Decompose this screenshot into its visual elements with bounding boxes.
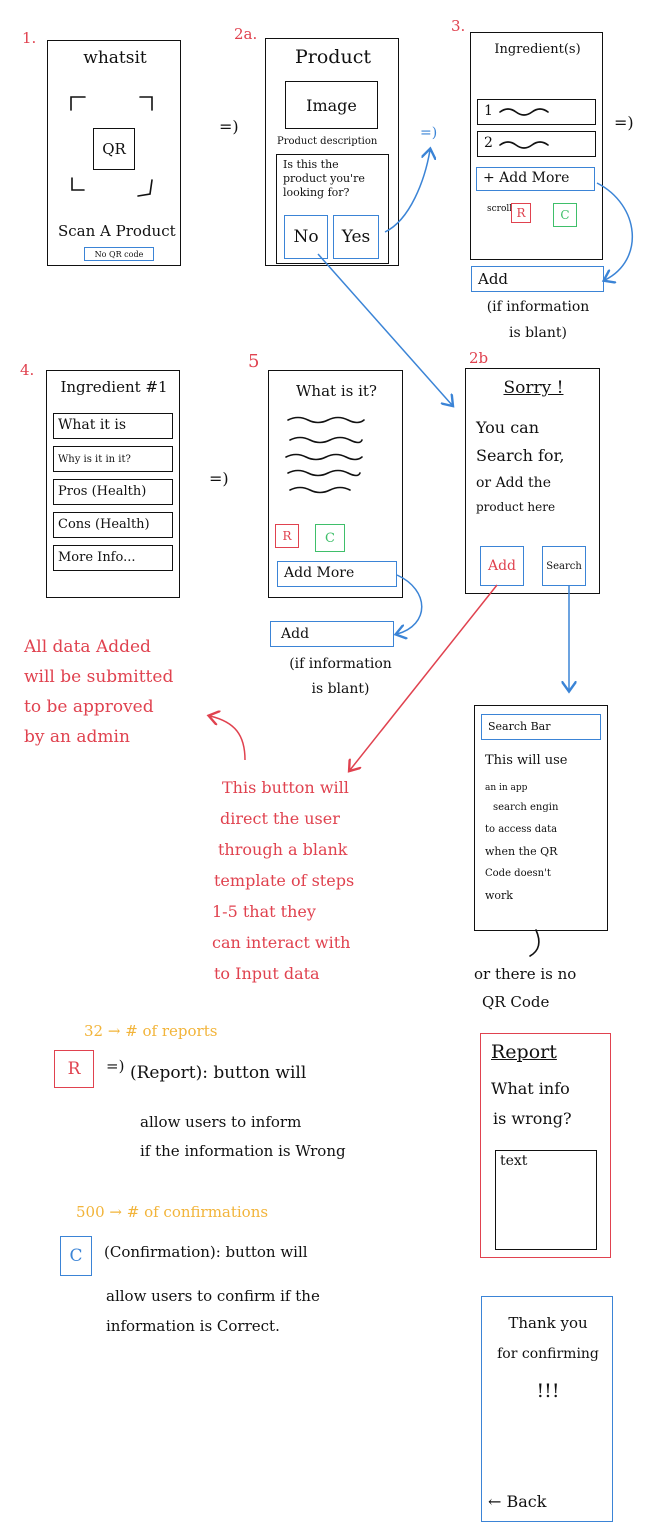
confirm-button[interactable]: C [315, 524, 345, 552]
confirm-button[interactable]: C [553, 203, 577, 227]
back-button[interactable]: ← Back [488, 1492, 547, 1511]
ingredient-info-item[interactable]: Why is it in it? [53, 446, 173, 472]
thanks-screen-frame: Thank you for confirming !!! ← Back [481, 1296, 613, 1522]
screen3-title: Ingredient(s) [494, 42, 581, 57]
search-footer-line: QR Code [482, 993, 550, 1011]
sorry-line: You can [476, 418, 539, 437]
search-screen-frame: Search Bar This will use an in app searc… [474, 705, 608, 931]
search-desc-line: when the QR [485, 845, 558, 858]
report-legend-line: allow users to inform [140, 1113, 302, 1131]
screen3-frame: Ingredient(s) 1 2 + Add More scroll R C [470, 32, 603, 260]
add-more-button[interactable]: Add More [277, 561, 397, 587]
ingredient-row[interactable]: 1 [477, 99, 596, 125]
product-description: Product description [277, 136, 378, 147]
confirm-legend-button: C [60, 1236, 92, 1276]
screen4-frame: Ingredient #1 What it is Why is it in it… [46, 370, 180, 598]
ingredient-info-item[interactable]: More Info... [53, 545, 173, 571]
flow-arrow-4: =) [209, 469, 229, 488]
screen5-frame: What is it? R C Add More [268, 370, 403, 598]
report-legend-button: R [54, 1050, 94, 1088]
sorry-line: or Add the [476, 475, 551, 491]
report-question-line: What info [491, 1079, 570, 1098]
add-button-note: This button will direct the user through… [212, 778, 355, 983]
report-title: Report [491, 1041, 557, 1063]
ingredient-row[interactable]: 2 [477, 131, 596, 157]
search-desc-line: This will use [485, 753, 568, 768]
search-desc-line: work [485, 889, 513, 902]
confirm-count-note: 500 → # of confirmations [76, 1203, 269, 1221]
no-button[interactable]: No [284, 215, 328, 259]
ingredient-info-item[interactable]: Cons (Health) [53, 512, 173, 538]
report-legend-line: if the information is Wrong [140, 1142, 346, 1160]
add-more-button[interactable]: + Add More [476, 167, 595, 191]
search-desc-line: Code doesn't [485, 868, 551, 879]
report-button[interactable]: R [511, 203, 531, 223]
screen5-add-button[interactable]: Add [270, 621, 394, 647]
product-question-box: Is this the product you're looking for? … [276, 154, 389, 264]
thanks-line: !!! [536, 1380, 560, 1402]
screen5-note-line: (if information [289, 656, 392, 672]
flow-arrow-3: =) [614, 113, 634, 132]
question-line: looking for? [283, 186, 350, 199]
flow-arrow-1: =) [219, 117, 239, 136]
product-image: Image [285, 81, 378, 129]
add-product-button[interactable]: Add [480, 546, 524, 586]
scan-product-text: Scan A Product [58, 222, 176, 240]
screen4-title: Ingredient #1 [60, 378, 168, 396]
screen1-frame: whatsit QR Scan A Product No QR code [47, 40, 181, 266]
report-legend-arrow: =) [106, 1057, 125, 1075]
confirm-legend-line: (Confirmation): button will [104, 1243, 308, 1261]
qr-code-icon[interactable]: QR [93, 128, 135, 170]
confirm-legend-line: allow users to confirm if the [106, 1287, 320, 1305]
report-legend-line: (Report): button will [130, 1063, 307, 1083]
search-footer-line: or there is no [474, 965, 577, 983]
screen2b-number: 2b [469, 349, 489, 367]
search-desc-line: to access data [485, 824, 558, 835]
ingredient-info-item[interactable]: What it is [53, 413, 173, 439]
sorry-line: Search for, [476, 446, 565, 465]
ingredient-info-item[interactable]: Pros (Health) [53, 479, 173, 505]
screen3-add-button[interactable]: Add [471, 266, 604, 292]
scroll-indicator[interactable]: scroll [487, 204, 513, 214]
search-bar-input[interactable]: Search Bar [481, 714, 601, 740]
screen5-title: What is it? [296, 382, 377, 400]
screen5-number: 5 [248, 351, 260, 372]
confirm-legend-line: information is Correct. [106, 1317, 280, 1335]
screen4-number: 4. [20, 361, 35, 379]
question-line: product you're [283, 172, 365, 185]
report-question-line: is wrong? [493, 1109, 572, 1128]
flow-arrow-2: =) [420, 125, 438, 141]
admin-approval-note: All data Added will be submitted to be a… [24, 637, 174, 747]
screen2a-title: Product [295, 46, 371, 68]
search-button[interactable]: Search [542, 546, 586, 586]
screen1-title: whatsit [83, 48, 147, 68]
sorry-line: product here [476, 500, 556, 514]
screen1-number: 1. [22, 29, 37, 47]
no-qr-code-button[interactable]: No QR code [84, 247, 154, 261]
screen2a-number: 2a. [234, 25, 258, 43]
report-text-field[interactable]: text [495, 1150, 597, 1250]
screen2b-frame: Sorry ! You can Search for, or Add the p… [465, 368, 600, 594]
sorry-title: Sorry ! [503, 378, 564, 398]
screen2a-frame: Product Image Product description Is thi… [265, 38, 399, 266]
thanks-line: Thank you [508, 1314, 588, 1332]
thanks-line: for confirming [497, 1346, 599, 1362]
report-screen-frame: Report What info is wrong? text [480, 1033, 611, 1258]
screen5-note-line: is blant) [311, 681, 370, 697]
question-line: Is this the [283, 158, 339, 171]
search-desc-line: search engin [493, 802, 559, 813]
screen3-note-line: (if information [486, 299, 590, 315]
report-button[interactable]: R [275, 524, 299, 548]
screen3-number: 3. [451, 17, 466, 35]
report-count-note: 32 → # of reports [84, 1022, 218, 1040]
search-desc-line: an in app [485, 783, 528, 793]
yes-button[interactable]: Yes [333, 215, 379, 259]
screen3-note-line: is blant) [508, 325, 567, 341]
